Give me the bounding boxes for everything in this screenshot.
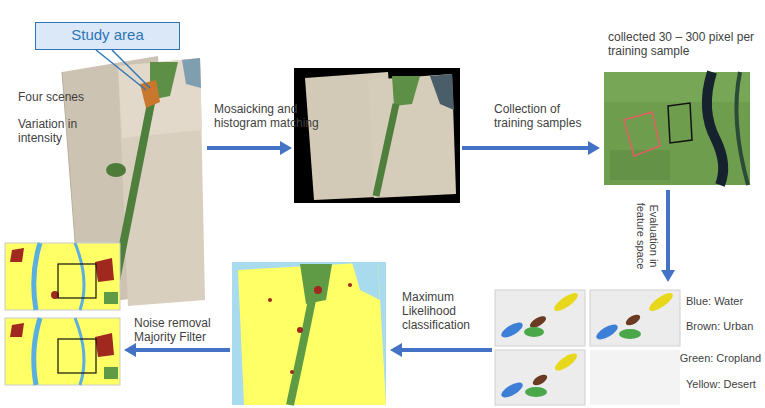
node-label: Study area — [44, 26, 171, 43]
drawn-path — [392, 76, 420, 106]
drawn-ellipse — [106, 163, 126, 177]
scene-note: Variation in intensity — [18, 117, 90, 145]
drawn-path — [10, 248, 24, 262]
drawn-polygon — [668, 103, 692, 143]
drawn-line — [134, 348, 230, 352]
drawn-rect — [104, 367, 118, 379]
drawn-rect — [5, 243, 120, 310]
class-key: Yellow: Desert — [686, 378, 756, 391]
drawn-circle — [348, 283, 352, 287]
drawn-ellipse — [594, 322, 620, 343]
drawn-polygon — [588, 141, 600, 155]
drawn-path — [95, 258, 114, 282]
classified-map — [232, 262, 386, 405]
process-arrows — [124, 141, 675, 357]
drawn-ellipse — [524, 327, 544, 337]
drawn-path — [34, 318, 40, 385]
drawn-rect — [495, 290, 585, 346]
drawn-ellipse — [525, 387, 547, 397]
drawn-polygon — [661, 270, 675, 282]
drawn-line — [666, 190, 670, 272]
drawn-path — [300, 264, 332, 304]
drawn-path — [736, 72, 748, 185]
drawn-rect — [590, 290, 680, 346]
drawn-circle — [268, 298, 272, 302]
class-key: Green: Cropland — [680, 352, 761, 365]
drawn-rect — [610, 150, 670, 180]
step-label: Maximum Likelihood classification — [402, 290, 484, 332]
drawn-line — [400, 348, 492, 352]
drawn-rect — [590, 350, 680, 405]
drawn-circle — [290, 370, 294, 374]
drawn-path — [34, 243, 40, 310]
drawn-ellipse — [647, 290, 676, 314]
drawn-path — [10, 323, 24, 337]
drawn-path — [75, 243, 84, 310]
drawn-rect — [104, 292, 118, 304]
drawn-ellipse — [552, 290, 581, 314]
drawn-circle — [297, 327, 303, 333]
drawn-ellipse — [499, 380, 525, 401]
leader-line — [96, 50, 146, 90]
drawn-rect — [232, 262, 386, 405]
scene-note: Four scenes — [18, 90, 98, 104]
drawn-polygon — [118, 58, 202, 138]
step-label: Mosaicking and histogram matching — [214, 102, 324, 130]
class-key: Brown: Urban — [686, 320, 753, 333]
drawn-polygon — [238, 262, 386, 405]
drawn-path — [376, 104, 396, 196]
drawn-polygon — [430, 74, 454, 110]
drawn-rect — [495, 350, 585, 405]
drawn-circle — [314, 286, 322, 294]
drawn-rect — [58, 264, 96, 298]
drawn-line — [207, 146, 282, 150]
drawn-ellipse — [499, 320, 525, 341]
drawn-rect — [58, 339, 96, 373]
drawn-polygon — [118, 58, 205, 306]
drawn-ellipse — [624, 313, 642, 328]
leader-line — [112, 50, 150, 88]
training-sample-image — [604, 72, 750, 185]
drawn-rect — [604, 72, 750, 185]
drawn-ellipse — [619, 329, 641, 339]
drawn-rect — [294, 68, 460, 203]
drawn-path — [95, 333, 114, 357]
drawn-path — [75, 318, 84, 385]
drawn-line — [462, 146, 590, 150]
drawn-polygon — [124, 343, 136, 357]
drawn-polygon — [390, 343, 402, 357]
class-key: Blue: Water — [686, 295, 743, 308]
drawn-path — [352, 262, 380, 300]
callout-box: Study area — [35, 22, 180, 50]
drawn-ellipse — [531, 373, 549, 388]
drawn-ellipse — [552, 350, 579, 373]
drawn-polygon — [182, 58, 201, 88]
drawn-polygon — [368, 74, 456, 198]
drawn-rect — [604, 72, 750, 102]
step-label: Evaluation in feature space — [634, 195, 660, 277]
step-label: Noise removal Majority Filter — [134, 316, 230, 344]
scatter-plots — [495, 290, 680, 405]
mosaic-image — [294, 68, 460, 203]
drawn-path — [707, 72, 723, 185]
filtered-maps — [5, 243, 120, 385]
drawn-polygon — [140, 80, 160, 108]
drawn-polygon — [280, 141, 292, 155]
drawn-path — [290, 300, 312, 405]
drawn-polygon — [624, 112, 660, 156]
drawn-rect — [5, 318, 120, 385]
sample-note: collected 30 – 300 pixel per training sa… — [608, 30, 760, 58]
step-label: Collection of training samples — [494, 102, 594, 130]
